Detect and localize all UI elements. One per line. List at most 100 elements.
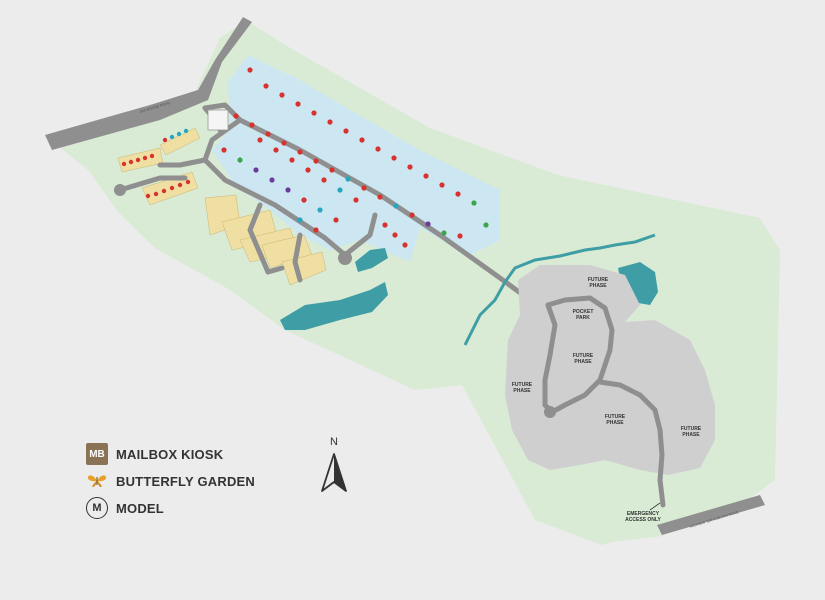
lot-marker [176, 131, 182, 137]
lot-marker [317, 207, 323, 213]
lot-marker [135, 157, 141, 163]
future-phase-label: FUTURE [588, 277, 609, 283]
road-top-left [45, 17, 252, 150]
lot-marker [327, 119, 333, 125]
north-letter: N [330, 436, 338, 448]
pond-west [280, 282, 388, 330]
lot-marker [253, 167, 259, 173]
lot-marker [279, 92, 285, 98]
lot-marker [329, 167, 335, 173]
lot-marker [233, 113, 239, 119]
legend-butterfly-label: BUTTERFLY GARDEN [116, 473, 255, 489]
lot-marker [483, 222, 489, 228]
lot-marker [145, 193, 151, 199]
legend-mailbox: MB MAILBOX KIOSK [86, 443, 255, 465]
lot-marker [359, 137, 365, 143]
future-phase-roads [542, 295, 666, 508]
lot-marker [392, 232, 398, 238]
future-phase-label: FUTURE [573, 353, 594, 359]
lot-marker [265, 131, 271, 137]
lot-marker [343, 128, 349, 134]
lot-marker [295, 101, 301, 107]
cul-de-sac-3 [544, 406, 556, 418]
lot-marker [305, 167, 311, 173]
road-bottom-right [657, 495, 765, 535]
lot-marker [269, 177, 275, 183]
lot-marker [353, 197, 359, 203]
lot-marker [289, 157, 295, 163]
lot-marker [153, 191, 159, 197]
lot-marker [337, 187, 343, 193]
cul-de-sac-1 [114, 184, 126, 196]
lot-marker [471, 200, 477, 206]
lot-marker [441, 230, 447, 236]
lot-marker [423, 173, 429, 179]
lot-marker [301, 197, 307, 203]
pocket-park-label: PARK [576, 315, 590, 321]
emergency-access-label: EMERGENCY [627, 511, 660, 517]
lot-marker [391, 155, 397, 161]
north-arrow-icon [321, 453, 347, 492]
lot-marker [382, 222, 388, 228]
model-icon: M [86, 497, 108, 519]
pocket-park-label: POCKET [573, 309, 594, 315]
lot-marker [311, 110, 317, 116]
lot-marker [297, 149, 303, 155]
lot-marker [149, 153, 155, 159]
lot-marker [407, 164, 413, 170]
lots-area-middle [212, 120, 420, 262]
future-phase-label: FUTURE [605, 414, 626, 420]
lot-marker [121, 161, 127, 167]
lot-marker [402, 242, 408, 248]
lot-marker [128, 159, 134, 165]
lot-marker [313, 158, 319, 164]
future-phase-label: FUTURE [512, 382, 533, 388]
lot-marker [345, 176, 351, 182]
lot-marker [237, 157, 243, 163]
future-phase-label: PHASE [513, 388, 531, 394]
phase-labels: FUTURE PHASE FUTURE PHASE FUTURE PHASE F… [512, 277, 702, 523]
legend-model-label: MODEL [116, 500, 164, 516]
lot-markers [121, 67, 489, 248]
pond-small [355, 248, 388, 272]
north-arrow: N [314, 436, 354, 496]
emergency-arrow [649, 502, 661, 511]
lot-marker [162, 137, 168, 143]
lot-marker [393, 203, 399, 209]
emergency-access-label: ACCESS ONLY [625, 517, 661, 523]
future-phase-label: PHASE [589, 283, 607, 289]
map-legend: MB MAILBOX KIOSK BUTTERFLY GARDEN M MODE… [86, 443, 255, 524]
butterfly-icon [86, 470, 108, 492]
lot-marker [321, 177, 327, 183]
lot-marker [285, 187, 291, 193]
amenity-building [207, 109, 229, 131]
lot-marker [455, 191, 461, 197]
lot-marker [257, 137, 263, 143]
lot-marker [169, 185, 175, 191]
future-phase-label: PHASE [574, 359, 592, 365]
lot-marker [221, 147, 227, 153]
lot-marker [425, 221, 431, 227]
legend-model: M MODEL [86, 497, 255, 519]
lot-marker [333, 217, 339, 223]
legend-butterfly: BUTTERFLY GARDEN [86, 470, 255, 492]
lot-marker [375, 146, 381, 152]
future-phase-label: PHASE [606, 420, 624, 426]
lot-marker [247, 67, 253, 73]
lot-marker [249, 122, 255, 128]
lot-marker [313, 227, 319, 233]
stream [463, 233, 656, 346]
lot-marker [183, 128, 189, 134]
lot-marker [273, 147, 279, 153]
lot-marker [409, 212, 415, 218]
lot-marker [263, 83, 269, 89]
lot-marker [377, 194, 383, 200]
lot-marker [361, 185, 367, 191]
mailbox-icon: MB [86, 443, 108, 465]
lot-marker [439, 182, 445, 188]
future-phase-area [505, 265, 715, 475]
future-phase-label: FUTURE [681, 426, 702, 432]
cul-de-sac-2 [338, 251, 352, 265]
lot-marker [185, 179, 191, 185]
